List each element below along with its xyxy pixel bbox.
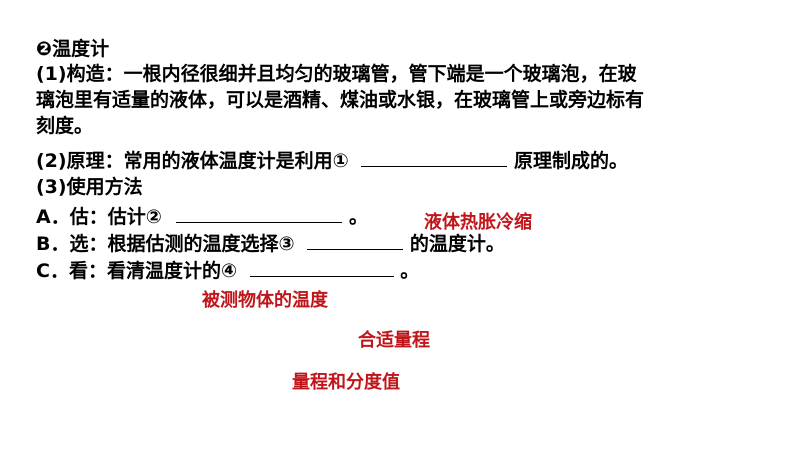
answer-1: 液体热胀冷缩 [424,212,532,233]
structure-line-3: 刻度。 [36,115,93,138]
answer-2: 被测物体的温度 [202,290,328,311]
usage-b-suffix: 的温度计。 [409,233,505,255]
usage-b-prefix: B．选：根据估测的温度选择③ [36,233,295,255]
usage-title: (3)使用方法 [36,176,143,198]
usage-a-suffix: 。 [349,206,369,228]
section-title-text: ❷温度计 [36,38,110,60]
usage-c-line: C．看：看清温度计的④ 。 [36,258,419,283]
answer-3: 合适量程 [358,330,430,351]
blank-1[interactable] [361,148,508,167]
structure-line-1: (1)构造：一根内径很细并且均匀的玻璃管，管下端是一个玻璃泡，在玻 [36,63,637,86]
principle-line: (2)原理：常用的液体温度计是利用① 原理制成的。 [36,148,628,173]
usage-a-prefix: A．估：估计② [36,206,162,228]
usage-b-line: B．选：根据估测的温度选择③ 的温度计。 [36,231,505,256]
usage-title-line: (3)使用方法 [36,176,143,199]
principle-prefix: (2)原理：常用的液体温度计是利用① [36,150,349,172]
answer-4: 量程和分度值 [292,372,400,393]
blank-4[interactable] [249,258,394,277]
usage-a-line: A．估：估计② 。 [36,204,368,229]
structure-line-2: 璃泡里有适量的液体，可以是酒精、煤油或水银，在玻璃管上或旁边标有 [36,89,644,112]
blank-2[interactable] [176,204,343,223]
section-title: ❷温度计 [36,38,109,61]
principle-suffix: 原理制成的。 [513,150,628,172]
structure-text-3: 刻度。 [36,115,94,137]
structure-text-2: 璃泡里有适量的液体，可以是酒精、煤油或水银，在玻璃管上或旁边标有 [36,89,645,111]
usage-c-prefix: C．看：看清温度计的④ [36,260,238,282]
blank-3[interactable] [307,231,404,250]
structure-text-1: (1)构造：一根内径很细并且均匀的玻璃管，管下端是一个玻璃泡，在玻 [36,63,637,85]
usage-c-suffix: 。 [400,260,420,282]
